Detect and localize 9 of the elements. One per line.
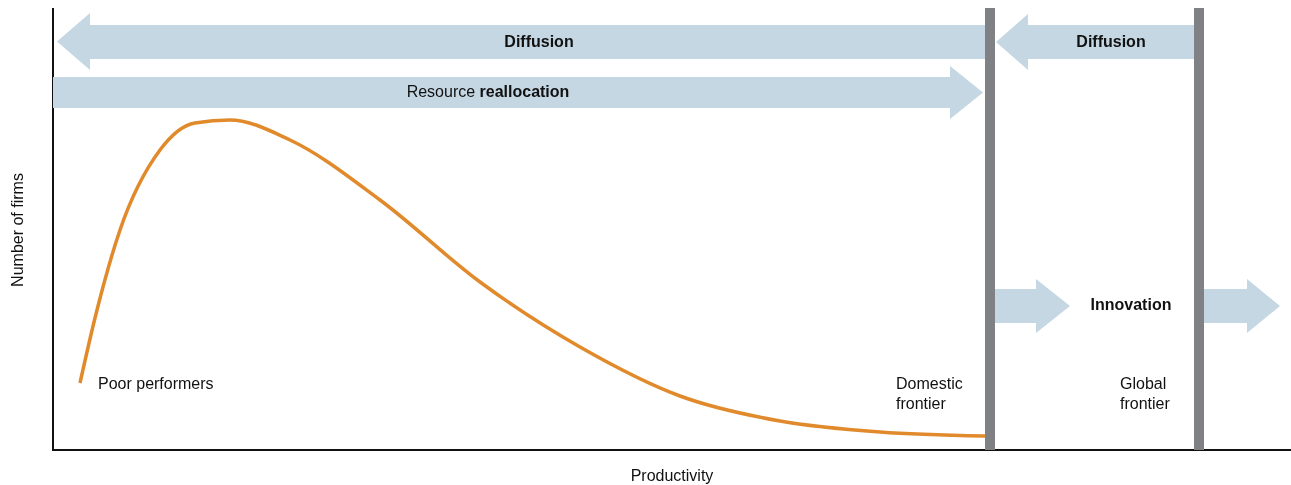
axis-title: Productivity (630, 466, 714, 485)
frontier-label: Global frontier (1120, 374, 1171, 414)
arrow-label: Diffusion (1076, 33, 1146, 51)
curve-label: Poor performers (98, 374, 214, 394)
arrow-label: Diffusion (504, 33, 574, 51)
axis-title: Number of firms (8, 173, 27, 287)
arrow-label: Resource reallocation (406, 83, 570, 101)
frontier-label: Domestic frontier (896, 374, 964, 414)
innovation-label: Innovation (1090, 295, 1172, 315)
